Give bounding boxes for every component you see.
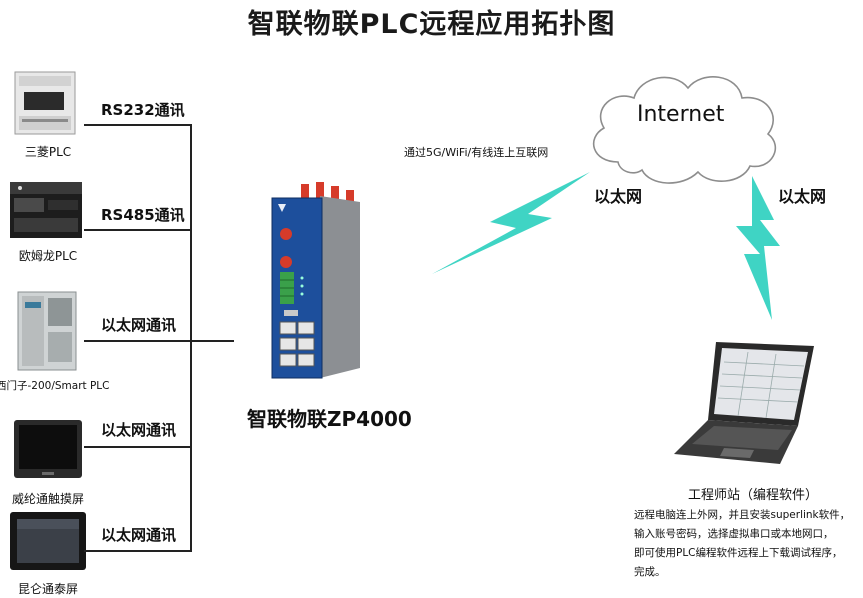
internet-connection-label: 通过5G/WiFi/有线连上互联网 (404, 146, 549, 159)
workstation-laptop-image (668, 338, 820, 468)
siemens-plc-image (12, 290, 82, 372)
connector-mcgs (84, 550, 192, 552)
wireless-bolt-router-icon (424, 170, 600, 280)
connector-omron (84, 229, 192, 231)
workstation-description-line: 远程电脑连上外网，并且安装superlink软件， (634, 509, 851, 521)
internet-label: Internet (637, 102, 725, 127)
connector-siemens (84, 340, 192, 342)
workstation-description: 远程电脑连上外网，并且安装superlink软件， 输入账号密码，选择虚拟串口或… (634, 506, 850, 582)
device-label-mitsubishi: 三菱PLC (24, 145, 72, 159)
omron-plc-image (8, 178, 84, 242)
diagram-title: 智联物联PLC远程应用拓扑图 (247, 9, 616, 40)
device-label-mcgs: 昆仑通泰屏 (17, 582, 78, 596)
device-label-weinview: 威纶通触摸屏 (11, 492, 84, 506)
mitsubishi-plc-image (10, 68, 80, 138)
internet-cloud-shape (578, 58, 788, 194)
link-label-ethernet-mcgs: 以太网通讯 (101, 526, 177, 544)
bus-vertical-line (190, 124, 192, 552)
router-zp4000-image (264, 180, 366, 380)
link-label-rs232: RS232通讯 (101, 101, 185, 119)
bus-to-router-line (190, 340, 234, 342)
link-label-ethernet-weinview: 以太网通讯 (101, 421, 177, 439)
workstation-description-line: 即可使用PLC编程软件远程上下载调试程序， (634, 547, 843, 559)
workstation-description-line: 输入账号密码，选择虚拟串口或本地网口， (634, 528, 834, 540)
ethernet-label-left: 以太网 (594, 187, 643, 206)
weinview-hmi-image (12, 416, 84, 482)
ethernet-label-right: 以太网 (778, 187, 827, 206)
link-label-ethernet-siemens: 以太网通讯 (101, 316, 177, 334)
workstation-description-line: 完成。 (634, 566, 666, 578)
link-label-rs485: RS485通讯 (101, 206, 185, 224)
wireless-bolt-workstation-icon (730, 174, 788, 324)
connector-mitsubishi (84, 124, 192, 126)
workstation-label: 工程师站（编程软件） (688, 488, 819, 503)
device-label-siemens: 西门子-200/Smart PLC (0, 380, 110, 392)
connector-weinview (84, 446, 192, 448)
mcgs-hmi-image (8, 508, 88, 574)
device-label-omron: 欧姆龙PLC (18, 249, 78, 263)
router-label: 智联物联ZP4000 (247, 407, 412, 431)
